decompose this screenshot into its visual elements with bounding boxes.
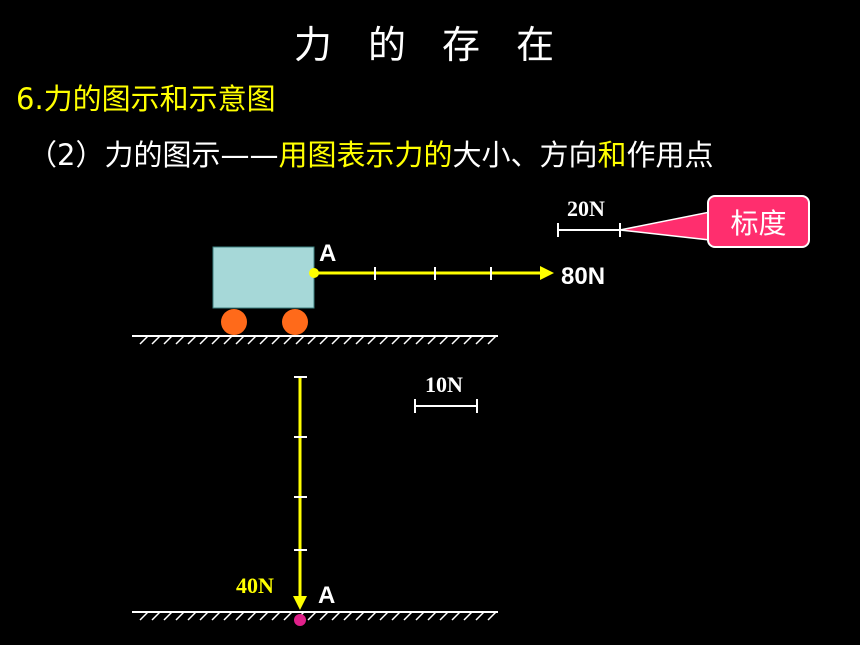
scale-bar-20n — [557, 223, 621, 237]
page-title: 力 的 存 在 — [293, 23, 567, 67]
point-label-a-2: A — [318, 582, 336, 609]
cart-wheel-right — [282, 309, 308, 335]
desc-highlight-1: 用图表示力的 — [278, 138, 453, 172]
force-arrow-1 — [309, 266, 554, 280]
scale-bar-10n — [414, 399, 478, 413]
description-line: （2）力的图示——用图表示力的大小、方向和作用点 — [28, 132, 714, 174]
section-subtitle: 6.力的图示和示意图 — [16, 82, 276, 116]
cart-wheel-left — [221, 309, 247, 335]
desc-rest: 作用点 — [626, 138, 714, 172]
cart-body — [212, 246, 315, 309]
scale-callout: 标度 — [707, 195, 810, 248]
point-label-a-1: A — [319, 240, 337, 267]
scale-label-20n: 20N — [567, 196, 605, 221]
point-a-2 — [294, 614, 306, 626]
desc-prefix: （2）力的图示—— — [28, 138, 279, 172]
desc-mid: 大小、方向 — [452, 138, 598, 172]
ground-1 — [132, 335, 498, 345]
force-label-80n: 80N — [561, 263, 606, 290]
cart — [212, 246, 315, 335]
point-a-1 — [309, 268, 319, 278]
scale-label-10n: 10N — [425, 372, 463, 397]
callout-pointer — [619, 211, 711, 241]
force-label-40n: 40N — [236, 573, 274, 598]
ground-2 — [132, 611, 498, 621]
desc-highlight-2: 和 — [597, 138, 627, 172]
force-arrow-2 — [293, 376, 307, 626]
